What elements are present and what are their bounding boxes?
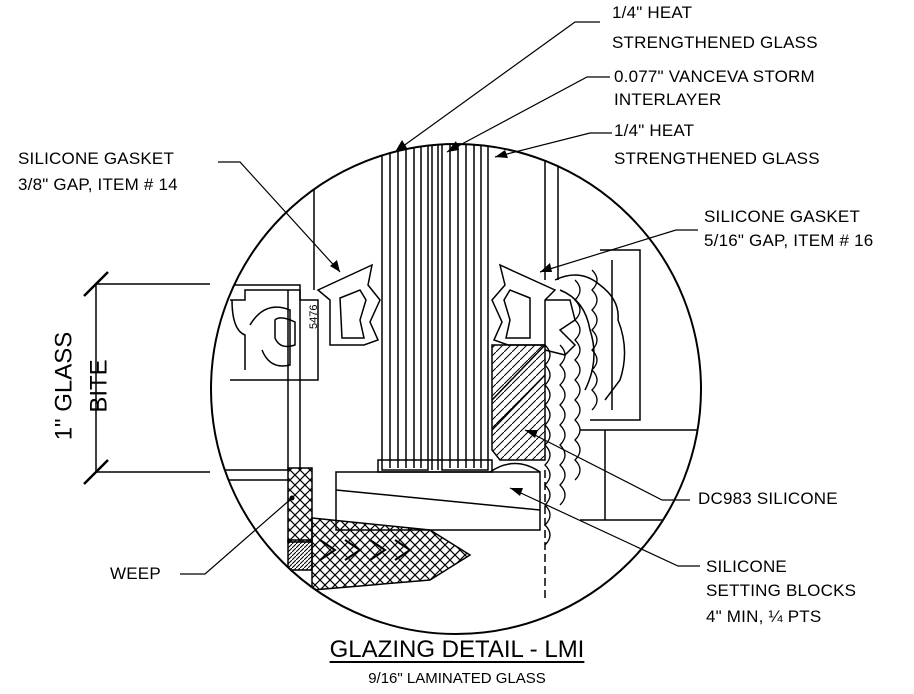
leader-heat-glass-bot [494, 132, 612, 158]
label-heat-glass-top-2: STRENGTHENED GLASS [612, 33, 818, 52]
gasket-left [316, 263, 381, 346]
label-heat-glass-bot-1: 1/4" HEAT [614, 121, 695, 140]
frame-left [211, 284, 319, 381]
glass-bite-dimension [83, 271, 210, 485]
label-gasket-left-2: 3/8" GAP, ITEM # 14 [18, 175, 178, 194]
leader-dc983 [524, 429, 690, 501]
label-gasket-right-2: 5/16" GAP, ITEM # 16 [704, 231, 874, 250]
label-weep: WEEP [110, 564, 161, 583]
part-number: 5476 [308, 304, 320, 329]
frame-right [580, 249, 700, 521]
leader-gasket-left [218, 161, 341, 273]
glass-lite-left [381, 144, 429, 471]
label-gasket-left-1: SILICONE GASKET [18, 149, 175, 168]
glass-bite-label: 1" GLASS BITE [40, 322, 112, 452]
glass-bite-line2: BITE [85, 359, 113, 413]
label-setting-2: SETTING BLOCKS [706, 581, 857, 600]
leader-weep [180, 497, 293, 575]
leader-gasket-right [539, 229, 698, 273]
label-heat-glass-top-1: 1/4" HEAT [612, 3, 693, 22]
label-setting-1: SILICONE [706, 557, 787, 576]
leader-interlayer [446, 76, 610, 153]
label-gasket-right-1: SILICONE GASKET [704, 207, 861, 226]
interlayer [431, 144, 439, 470]
detail-title: GLAZING DETAIL - LMI [329, 636, 585, 663]
sill-insulation [311, 517, 472, 591]
label-setting-3: 4" MIN, ¼ PTS [706, 607, 822, 626]
leader-setting-blocks [509, 487, 700, 567]
glass-lite-right [441, 144, 489, 471]
detail-subtitle: 9/16" LAMINATED GLASS [368, 670, 546, 687]
setting-block [335, 471, 541, 531]
label-interlayer-1: 0.077" VANCEVA STORM [614, 67, 815, 86]
weep-block [287, 467, 313, 543]
label-heat-glass-bot-2: STRENGTHENED GLASS [614, 149, 820, 168]
label-interlayer-2: INTERLAYER [614, 90, 722, 109]
gasket-right [491, 263, 557, 346]
glass-bite-line1: 1" GLASS [50, 331, 78, 441]
leader-heat-glass-top [394, 21, 600, 153]
label-dc983: DC983 SILICONE [698, 489, 838, 508]
